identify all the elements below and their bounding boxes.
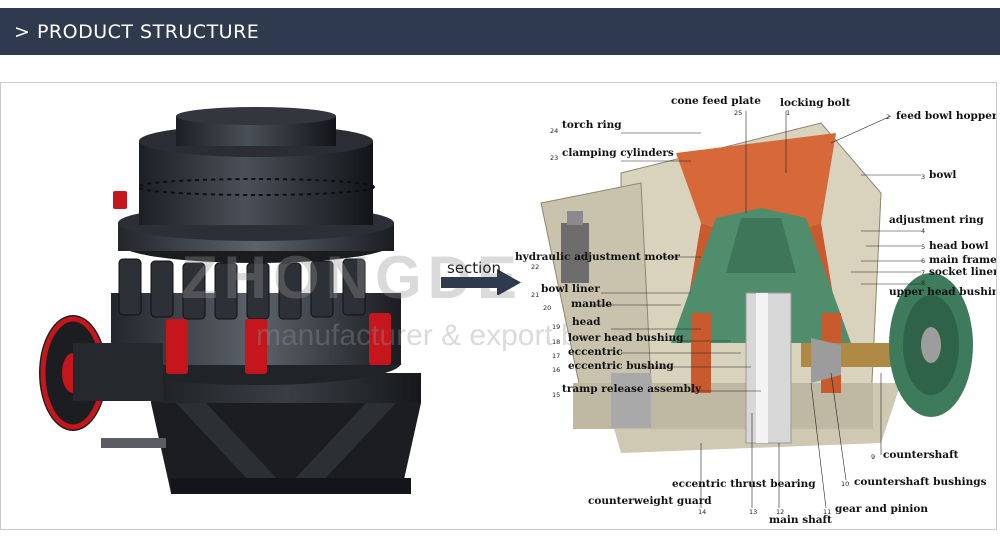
part-label-main-shaft: main shaft (769, 514, 832, 526)
section-arrow-icon (441, 269, 521, 295)
part-label-bowl: bowl (929, 169, 957, 181)
part-label-upper-head-bushing: upper head bushing (889, 286, 997, 298)
part-number-5: 5 (921, 243, 926, 251)
part-label-cone-feed-plate: cone feed plate (671, 95, 761, 107)
watermark-tagline: manufacturer & export base (256, 319, 627, 352)
part-number-23: 23 (550, 154, 559, 162)
part-number-14: 14 (698, 508, 707, 516)
part-label-locking-bolt: locking bolt (780, 97, 851, 109)
part-number-3: 3 (921, 173, 926, 181)
section-header: > PRODUCT STRUCTURE (0, 8, 1000, 55)
part-number-20: 20 (543, 304, 552, 312)
part-label-hydraulic-adjustment-motor: hydraulic adjustment motor (515, 251, 680, 263)
part-number-4: 4 (921, 227, 926, 235)
part-number-8: 8 (921, 279, 926, 287)
cone-crusher-illustration (39, 107, 421, 494)
part-number-11: 11 (823, 508, 832, 516)
part-label-bowl-liner: bowl liner (541, 283, 600, 295)
part-number-24: 24 (550, 127, 559, 135)
part-number-22: 22 (531, 263, 540, 271)
part-label-main-frame: main frame (929, 254, 997, 266)
part-number-17: 17 (552, 352, 561, 360)
part-number-21: 21 (531, 291, 540, 299)
part-number-2: 2 (886, 113, 891, 121)
part-number-19: 19 (552, 323, 561, 331)
part-number-6: 6 (921, 257, 926, 265)
part-number-16: 16 (552, 366, 561, 374)
part-number-15: 15 (552, 391, 561, 399)
section-arrow-label: section (447, 259, 502, 277)
part-label-eccentric-bushing: eccentric bushing (568, 360, 674, 372)
part-label-tramp-release-assembly: tramp release assembly (562, 383, 702, 395)
part-label-torch-ring: torch ring (562, 119, 622, 131)
part-label-eccentric: eccentric (568, 346, 623, 358)
cone-crusher-section-diagram (540, 111, 973, 509)
part-label-socket-liner: socket liner (929, 266, 997, 278)
part-label-adjustment-ring: adjustment ring (889, 214, 984, 226)
part-label-head: head (572, 316, 601, 328)
part-number-18: 18 (552, 338, 561, 346)
product-structure-panel: ZHONGDE manufacturer & export base secti… (0, 82, 997, 530)
part-number-13: 13 (749, 508, 758, 516)
part-number-12: 12 (776, 508, 785, 516)
part-number-25: 25 (734, 109, 743, 117)
part-label-feed-bowl-hopper: feed bowl hopper (896, 110, 997, 122)
part-label-mantle: mantle (571, 298, 613, 310)
part-label-gear-and-pinion: gear and pinion (835, 503, 929, 515)
part-number-10: 10 (841, 480, 850, 488)
part-label-countershaft: countershaft (883, 449, 959, 461)
part-number-9: 9 (871, 453, 876, 461)
part-number-1: 1 (786, 109, 791, 117)
part-label-countershaft-bushings: countershaft bushings (854, 476, 987, 488)
part-label-eccentric-thrust-bearing: eccentric thrust bearing (672, 478, 816, 490)
part-label-clamping-cylinders: clamping cylinders (562, 147, 674, 159)
part-label-lower-head-bushing: lower head bushing (568, 332, 684, 344)
part-label-head-bowl: head bowl (929, 240, 989, 252)
section-title: > PRODUCT STRUCTURE (14, 20, 260, 43)
part-number-7: 7 (921, 269, 926, 277)
part-label-counterweight-guard: counterweight guard (588, 495, 712, 507)
